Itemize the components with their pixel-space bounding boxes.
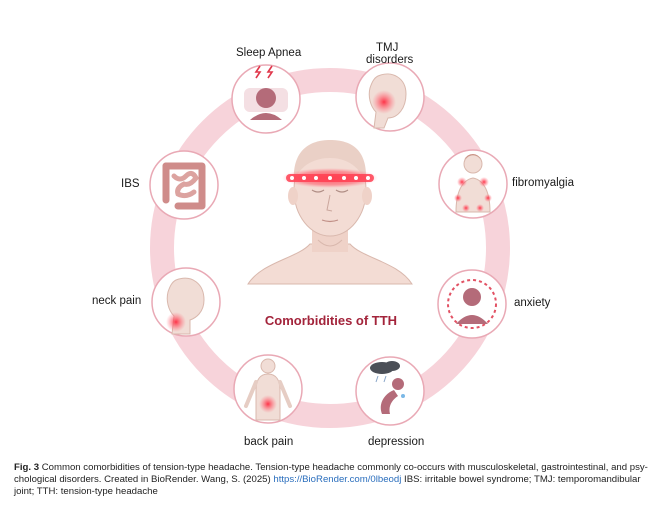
tmj-face-icon <box>368 73 407 129</box>
center-title: Comorbidities of TTH <box>264 313 398 328</box>
comorbidities-diagram <box>149 62 510 428</box>
label-tmj-line2: disorders <box>366 54 414 66</box>
outer-ring <box>150 68 510 428</box>
label-sleep-apnea: Sleep Apnea <box>236 47 302 59</box>
label-tmj-line1: TMJ <box>376 42 399 54</box>
intestine-icon <box>162 162 206 210</box>
sleep-apnea-icon <box>244 65 288 120</box>
caption-link[interactable]: https://BioRender.com/0lbeodj <box>273 474 402 486</box>
node-neck-pain <box>151 267 221 337</box>
caption-text-part1: Common comorbidities of tension-type hea… <box>14 462 648 486</box>
node-depression <box>355 356 425 426</box>
node-back-pain <box>233 354 303 424</box>
label-depression: depression <box>368 436 425 448</box>
label-anxiety: anxiety <box>514 297 551 309</box>
node-anxiety <box>437 269 507 339</box>
node-ibs <box>149 150 219 220</box>
node-fibromyalgia <box>438 149 508 219</box>
back-pain-body-icon <box>244 358 292 421</box>
depression-person-icon <box>370 361 405 414</box>
label-neck-pain: neck pain <box>92 295 142 307</box>
node-tmj <box>355 62 425 132</box>
fibromyalgia-body-icon <box>454 154 492 213</box>
node-sleep-apnea <box>231 64 301 134</box>
center-head-illustration <box>247 140 413 285</box>
figure-caption: Fig. 3 Common comorbidities of tension-t… <box>14 462 648 499</box>
neck-pain-head-icon <box>166 277 205 335</box>
caption-text-part2: IBS: irritable bowel syndrome; TMJ: temp… <box>14 474 641 498</box>
anxiety-person-icon <box>447 279 497 329</box>
headache-band <box>282 168 378 188</box>
label-ibs: IBS <box>121 178 140 190</box>
label-fibromyalgia: fibromyalgia <box>512 177 574 189</box>
label-back-pain: back pain <box>244 436 294 448</box>
caption-fig-label: Fig. 3 <box>14 462 40 473</box>
